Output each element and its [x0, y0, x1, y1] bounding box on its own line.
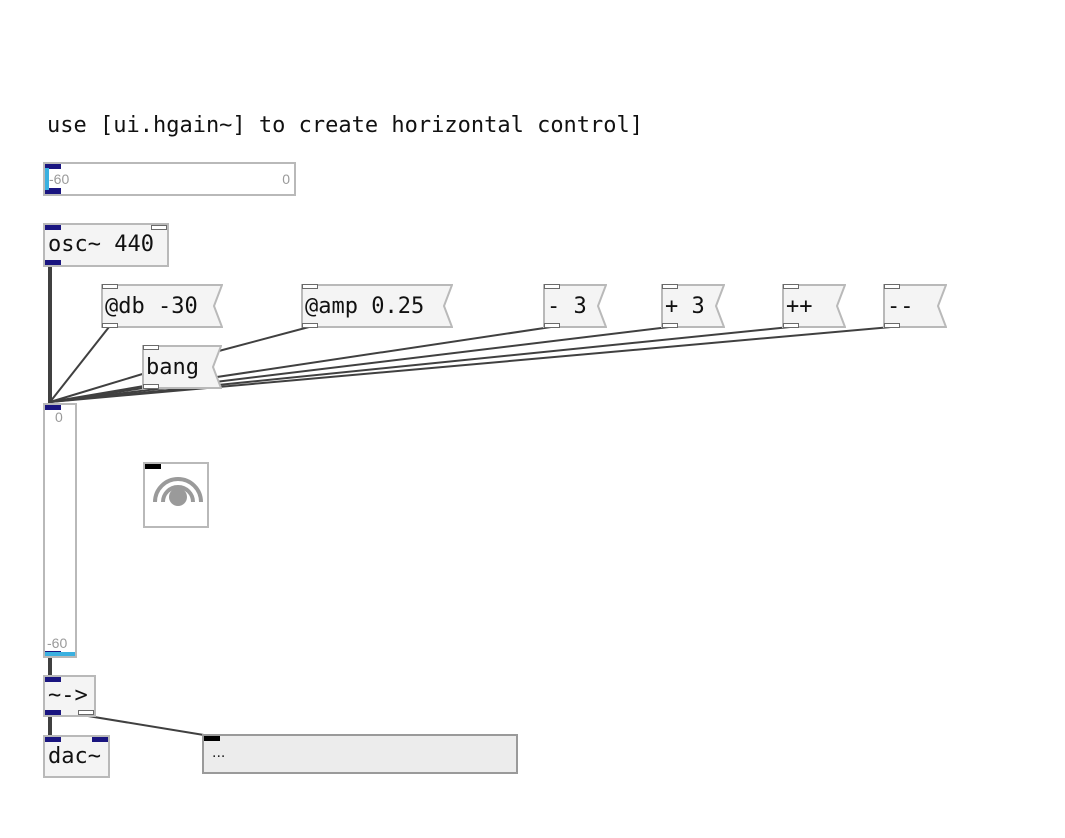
msg-amp[interactable]: @amp 0.25: [301, 284, 453, 328]
osc-inlet-right[interactable]: [151, 225, 167, 230]
hgain-knob[interactable]: [45, 168, 49, 190]
msg-minus-label: - 3: [547, 294, 587, 319]
msg-inc-inlet[interactable]: [783, 284, 799, 289]
msg-plus-outlet[interactable]: [662, 323, 678, 328]
patch-comment: use [ui.hgain~] to create horizontal con…: [47, 113, 644, 138]
msg-plus[interactable]: + 3: [661, 284, 725, 328]
msg-db[interactable]: @db -30: [101, 284, 223, 328]
wire-dec-to-gain: [49, 326, 892, 403]
msg-amp-outlet[interactable]: [302, 323, 318, 328]
msg-amp-inlet[interactable]: [302, 284, 318, 289]
osc-label: osc~ 440: [48, 232, 154, 257]
msg-bang-label: bang: [146, 355, 199, 380]
display-box[interactable]: ...: [202, 734, 518, 774]
send-label: ~->: [48, 683, 88, 708]
wire-send-to-display: [87, 715, 211, 737]
msg-db-label: @db -30: [105, 294, 198, 319]
wire-amp-to-bang: [214, 326, 310, 353]
msg-inc[interactable]: ++: [782, 284, 846, 328]
msg-dec-label: --: [887, 294, 914, 319]
msg-dec-outlet[interactable]: [884, 323, 900, 328]
osc-object[interactable]: osc~ 440: [43, 223, 169, 267]
msg-plus-label: + 3: [665, 294, 705, 319]
msg-inc-label: ++: [786, 294, 813, 319]
msg-inc-outlet[interactable]: [783, 323, 799, 328]
msg-db-outlet[interactable]: [102, 323, 118, 328]
msg-dec-inlet[interactable]: [884, 284, 900, 289]
wire-plus-to-gain: [49, 326, 670, 403]
msg-plus-inlet[interactable]: [662, 284, 678, 289]
vgain-slider[interactable]: 0 -60: [43, 403, 77, 658]
vgain-knob[interactable]: [45, 652, 75, 656]
msg-minus-outlet[interactable]: [544, 323, 560, 328]
msg-bang[interactable]: bang: [142, 345, 222, 389]
hgain-outlet[interactable]: [45, 188, 61, 194]
msg-bang-outlet[interactable]: [143, 384, 159, 389]
send-outlet-control[interactable]: [78, 710, 94, 715]
vgain-max-label: 0: [55, 409, 63, 425]
hgain-max-label: 0: [282, 171, 290, 187]
msg-amp-label: @amp 0.25: [305, 294, 425, 319]
wire-minus-to-gain: [49, 326, 552, 403]
display-text: ...: [212, 744, 226, 761]
msg-bang-inlet[interactable]: [143, 345, 159, 350]
vgain-inlet[interactable]: [45, 405, 61, 410]
dsp-inlet[interactable]: [145, 464, 161, 469]
dac-object[interactable]: dac~: [43, 735, 110, 778]
send-inlet[interactable]: [45, 677, 61, 682]
dac-inlet-left[interactable]: [45, 737, 61, 742]
dsp-toggle[interactable]: [143, 462, 209, 528]
vgain-min-label: -60: [47, 635, 68, 651]
wire-db-to-gain: [49, 326, 110, 403]
display-inlet[interactable]: [204, 736, 220, 741]
dac-label: dac~: [48, 744, 101, 769]
send-object[interactable]: ~->: [43, 675, 96, 717]
hgain-inlet[interactable]: [45, 164, 61, 169]
msg-minus-inlet[interactable]: [544, 284, 560, 289]
dsp-speaker-icon: [153, 477, 203, 506]
dac-inlet-right[interactable]: [92, 737, 108, 742]
hgain-min-label: -60: [49, 171, 70, 187]
hgain-slider[interactable]: -60 0: [43, 162, 296, 196]
msg-minus[interactable]: - 3: [543, 284, 607, 328]
osc-outlet[interactable]: [45, 260, 61, 265]
wire-inc-to-gain: [49, 326, 791, 403]
send-outlet-signal[interactable]: [45, 710, 61, 715]
msg-dec[interactable]: --: [883, 284, 947, 328]
msg-db-inlet[interactable]: [102, 284, 118, 289]
osc-inlet-left[interactable]: [45, 225, 61, 230]
